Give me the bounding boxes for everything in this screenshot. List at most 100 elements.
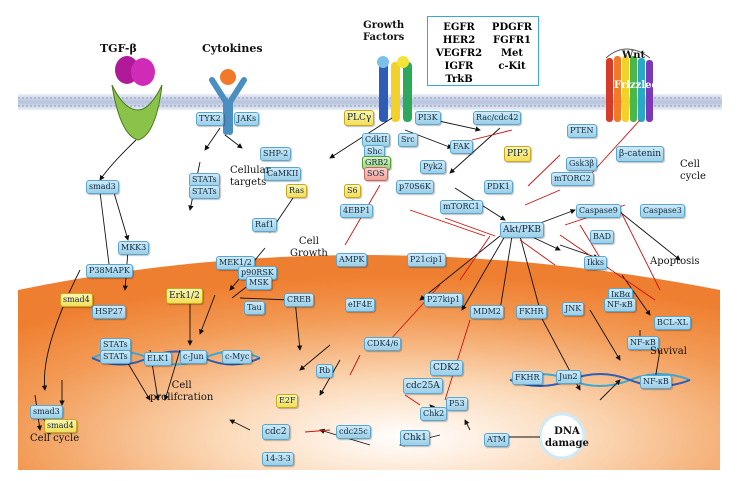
growth-factor-receptor-list: EGFR HER2 VEGFR2 IGFR TrkB PDGFR FGFR1 M… bbox=[427, 16, 539, 86]
gf-item: c-Kit bbox=[498, 61, 526, 72]
node-caspase9[interactable]: Caspase9 bbox=[576, 204, 621, 218]
node-cdk2[interactable]: CDK2 bbox=[430, 360, 463, 376]
growth-factors-label: Growth Factors bbox=[363, 20, 405, 43]
node-4ebp1[interactable]: 4EBP1 bbox=[340, 204, 374, 218]
node-1433[interactable]: 14-3-3 bbox=[262, 452, 294, 466]
cytokines-label: Cytokines bbox=[202, 42, 263, 55]
node-bclxl[interactable]: BCL-XL bbox=[654, 316, 691, 330]
frizzled-receptor bbox=[605, 48, 653, 122]
node-s6[interactable]: S6 bbox=[344, 184, 361, 198]
node-smad3-b[interactable]: smad3 bbox=[30, 405, 63, 419]
node-stats2[interactable]: STATs bbox=[189, 185, 220, 199]
node-ikks[interactable]: Ikks bbox=[584, 256, 607, 270]
node-pyk2[interactable]: Pyk2 bbox=[420, 160, 446, 174]
node-nfkb3[interactable]: NF-κB bbox=[640, 375, 672, 389]
apoptosis-text: Apoptosis bbox=[650, 256, 700, 267]
gf-list-right: PDGFR FGFR1 Met c-Kit bbox=[488, 21, 536, 73]
node-jun2[interactable]: Jun2 bbox=[556, 370, 581, 384]
node-grb2[interactable]: GRB2 bbox=[362, 156, 392, 170]
rtk-receptor bbox=[377, 56, 412, 122]
dna-damage-text: DNA damage bbox=[545, 426, 589, 449]
cell-cycle-right-text: Cell cycle bbox=[680, 159, 706, 182]
gf-item: EGFR bbox=[443, 22, 475, 33]
node-mtorc2[interactable]: mTORC2 bbox=[551, 172, 594, 186]
node-cdc2[interactable]: cdc2 bbox=[262, 424, 290, 440]
node-shp2[interactable]: SHP-2 bbox=[260, 147, 292, 161]
node-fkhr[interactable]: FKHR bbox=[516, 305, 547, 319]
node-caspase3[interactable]: Caspase3 bbox=[640, 204, 685, 218]
frizzled-label: Frizzled bbox=[614, 80, 659, 91]
node-ampk[interactable]: AMPK bbox=[336, 253, 368, 267]
node-pip3[interactable]: PIP3 bbox=[504, 146, 532, 162]
node-pdk1[interactable]: PDK1 bbox=[484, 180, 513, 194]
node-smad4-a[interactable]: smad4 bbox=[60, 293, 93, 307]
node-camkii[interactable]: CaMKII bbox=[264, 167, 302, 181]
node-e2f[interactable]: E2F bbox=[276, 394, 299, 408]
node-mdm2[interactable]: MDM2 bbox=[470, 305, 504, 319]
node-chk2[interactable]: Chk2 bbox=[420, 407, 448, 421]
dna-damage-blob bbox=[538, 412, 586, 460]
node-pten[interactable]: PTEN bbox=[567, 124, 597, 138]
node-p21cip1[interactable]: P21cip1 bbox=[407, 253, 446, 267]
node-rb[interactable]: Rb bbox=[316, 364, 334, 378]
node-hsp27[interactable]: HSP27 bbox=[92, 305, 127, 319]
node-bcatenin[interactable]: β-catenin bbox=[616, 146, 665, 162]
node-fkhr2[interactable]: FKHR bbox=[512, 371, 543, 385]
gf-item: HER2 bbox=[442, 35, 476, 46]
node-fak[interactable]: FAK bbox=[450, 140, 473, 154]
node-p53[interactable]: P53 bbox=[446, 397, 468, 411]
wnt-label: Wnt bbox=[622, 50, 646, 61]
node-cdc25a[interactable]: cdc25A bbox=[403, 378, 443, 394]
gf-list-left: EGFR HER2 VEGFR2 IGFR TrkB bbox=[432, 21, 486, 86]
gf-item: Met bbox=[500, 48, 524, 59]
node-stats3[interactable]: STATs bbox=[100, 338, 131, 352]
cell-proliferation-text: Cell prolifcration bbox=[150, 380, 214, 403]
node-msk[interactable]: MSK bbox=[246, 276, 272, 290]
node-mtorc1[interactable]: mTORC1 bbox=[440, 200, 483, 214]
gf-item: PDGFR bbox=[491, 22, 533, 33]
node-shc[interactable]: Shc bbox=[364, 145, 386, 159]
node-nfkb2[interactable]: NF-κB bbox=[627, 336, 659, 350]
node-raf1[interactable]: Raf1 bbox=[252, 218, 278, 232]
cellular-targets-text: Cellular targets bbox=[230, 165, 271, 188]
node-jnk[interactable]: JNK bbox=[562, 302, 585, 316]
node-elk1[interactable]: ELK1 bbox=[144, 352, 173, 366]
node-atm[interactable]: ATM bbox=[484, 433, 509, 447]
survival-text: Suvival bbox=[650, 346, 687, 357]
node-pi3k[interactable]: PI3K bbox=[415, 111, 441, 125]
tgfb-label: TGF-β bbox=[100, 42, 137, 55]
node-jaks[interactable]: JAKs bbox=[234, 112, 260, 126]
gf-item: FGFR1 bbox=[492, 35, 531, 46]
gf-item: IGFR bbox=[444, 61, 474, 72]
tgfb-receptor bbox=[111, 56, 163, 141]
node-cmyc[interactable]: c-Myc bbox=[222, 350, 253, 364]
node-plcg[interactable]: PLCγ bbox=[344, 110, 375, 126]
node-tyk2[interactable]: TYK2 bbox=[196, 112, 224, 126]
node-nfkb1[interactable]: NF-κB bbox=[604, 298, 636, 312]
node-cdc25c[interactable]: cdc25c bbox=[336, 425, 371, 439]
node-src[interactable]: Src bbox=[398, 133, 418, 147]
node-mkk3[interactable]: MKK3 bbox=[118, 241, 150, 255]
cytokine-receptor bbox=[209, 69, 247, 135]
node-p38mapk[interactable]: P38MAPK bbox=[86, 264, 133, 278]
gf-item: VEGFR2 bbox=[435, 48, 483, 59]
cell-growth-text: Cell Growth bbox=[290, 236, 328, 259]
node-smad3-top[interactable]: smad3 bbox=[86, 180, 119, 194]
node-cjun[interactable]: c-Jun bbox=[180, 350, 207, 364]
node-creb[interactable]: CREB bbox=[284, 293, 314, 307]
node-bad[interactable]: BAD bbox=[590, 230, 615, 244]
node-aktpkb[interactable]: Akt/PKB bbox=[500, 222, 544, 238]
node-smad4-b[interactable]: smad4 bbox=[44, 419, 77, 433]
node-p70s6k[interactable]: p70S6K bbox=[396, 180, 434, 194]
node-chk1[interactable]: Chk1 bbox=[400, 430, 430, 446]
node-p27kip1[interactable]: P27kip1 bbox=[424, 293, 464, 307]
node-ras[interactable]: Ras bbox=[286, 184, 308, 198]
node-cdk46[interactable]: CDK4/6 bbox=[364, 337, 402, 351]
node-stats4[interactable]: STATs bbox=[100, 350, 131, 364]
node-sos[interactable]: SOS bbox=[364, 167, 388, 181]
node-erk12[interactable]: Erk1/2 bbox=[166, 288, 203, 304]
node-tau[interactable]: Tau bbox=[244, 301, 265, 315]
node-gsk3b[interactable]: Gsk3β bbox=[566, 157, 598, 171]
node-eif4e[interactable]: eIF4E bbox=[345, 298, 376, 312]
node-rac[interactable]: Rac/cdc42 bbox=[473, 111, 522, 125]
